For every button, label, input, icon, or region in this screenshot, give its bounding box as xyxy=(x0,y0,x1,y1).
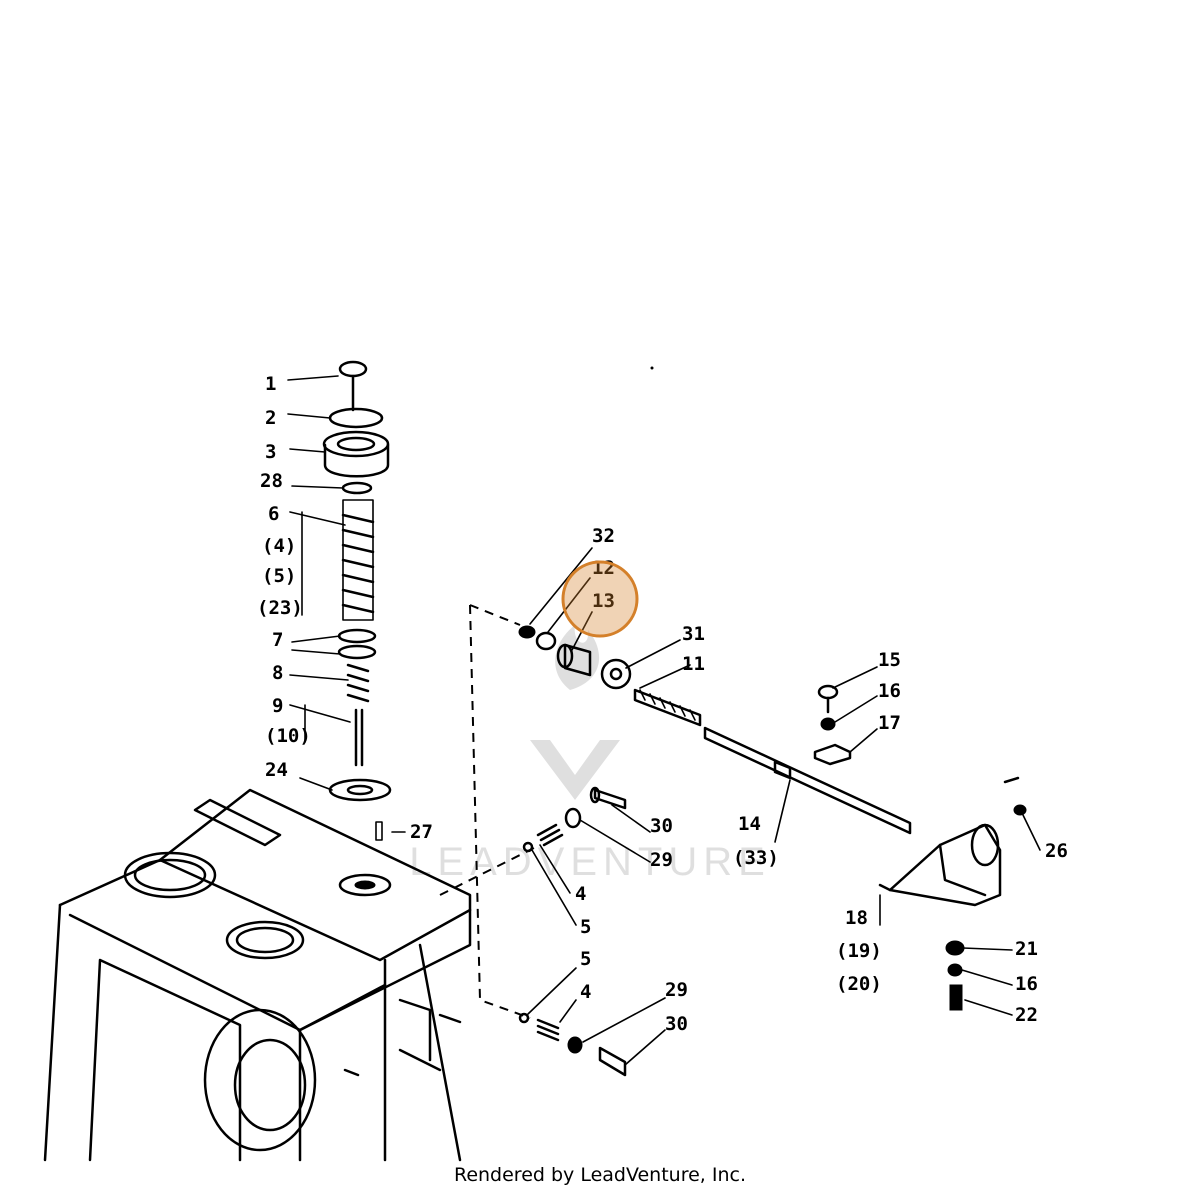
callout-7: 7 xyxy=(272,629,283,651)
valve-stack-assembly xyxy=(322,360,392,841)
callout-29-lower: 29 xyxy=(665,979,688,1001)
callout-19-paren: (19) xyxy=(836,940,882,962)
callout-5-lower: 5 xyxy=(580,948,591,970)
callout-21: 21 xyxy=(1015,938,1038,960)
plug-spring-set-lower xyxy=(518,1012,627,1077)
leadventure-watermark-logo: LEADVENTURE xyxy=(409,625,771,884)
callout-4-lower: 4 xyxy=(580,981,591,1003)
callout-3: 3 xyxy=(265,441,276,463)
callout-labels: 1 2 3 28 6 (4) (5) (23) 7 8 9 (10) 24 27… xyxy=(257,373,1068,1035)
callout-22: 22 xyxy=(1015,1004,1038,1026)
ink-speck xyxy=(650,366,654,370)
callout-33-paren: (33) xyxy=(733,847,779,869)
callout-18: 18 xyxy=(845,907,868,929)
callout-17: 17 xyxy=(878,712,901,734)
callout-24: 24 xyxy=(265,759,288,781)
callout-2: 2 xyxy=(265,407,276,429)
lever-arm-part xyxy=(878,776,1027,1011)
callout-20-paren: (20) xyxy=(836,973,882,995)
callout-30-upper: 30 xyxy=(650,815,673,837)
highlight-circle[interactable] xyxy=(561,560,639,638)
callout-5-paren: (5) xyxy=(262,565,296,587)
callout-11: 11 xyxy=(682,653,705,675)
callout-30-lower: 30 xyxy=(665,1013,688,1035)
callout-32: 32 xyxy=(592,525,615,547)
callout-9: 9 xyxy=(272,695,283,717)
callout-leaders xyxy=(287,375,1041,1066)
callout-15: 15 xyxy=(878,649,901,671)
callout-8: 8 xyxy=(272,662,283,684)
callout-13: 13 xyxy=(592,590,615,612)
callout-26: 26 xyxy=(1045,840,1068,862)
callout-16-upper: 16 xyxy=(878,680,901,702)
shaft-assembly xyxy=(518,625,912,835)
callout-31: 31 xyxy=(682,623,705,645)
callout-6: 6 xyxy=(268,503,279,525)
callout-16-lower: 16 xyxy=(1015,973,1038,995)
render-credit: Rendered by LeadVenture, Inc. xyxy=(453,1164,747,1186)
callout-5-upper: 5 xyxy=(580,916,591,938)
callout-28: 28 xyxy=(260,470,283,492)
bracket-fasteners xyxy=(813,684,852,766)
callout-29-upper: 29 xyxy=(650,849,673,871)
callout-14: 14 xyxy=(738,813,761,835)
callout-4-paren: (4) xyxy=(262,535,296,557)
callout-10-paren: (10) xyxy=(265,725,311,747)
watermark-text: LEADVENTURE xyxy=(409,840,771,884)
assembly-guide-lines xyxy=(439,604,541,1019)
callout-23-paren: (23) xyxy=(257,597,303,619)
callout-27: 27 xyxy=(410,821,433,843)
plug-spring-set-upper xyxy=(522,786,627,853)
callout-1: 1 xyxy=(265,373,276,395)
transmission-housing xyxy=(43,788,472,1162)
callout-4-upper: 4 xyxy=(575,883,586,905)
